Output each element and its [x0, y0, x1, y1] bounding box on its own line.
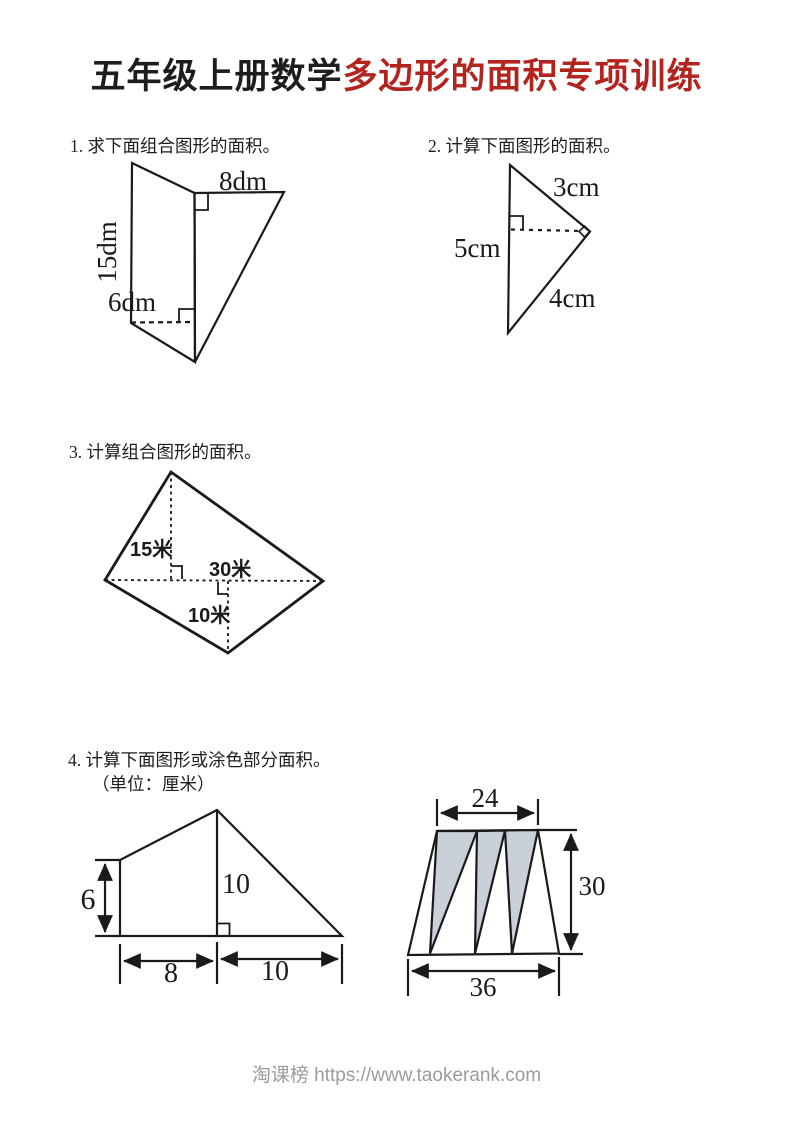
problem-4-unit-note: （单位：厘米）: [92, 774, 215, 794]
fig4b-label-30: 30: [579, 871, 606, 901]
fig4b-label-24: 24: [472, 783, 500, 813]
fig1-right-angle-bottom: [178, 308, 194, 322]
problem-2-text: 2. 计算下面图形的面积。: [428, 136, 621, 156]
problem-1-text: 1. 求下面组合图形的面积。: [70, 136, 280, 156]
fig3-label-15m: 15米: [130, 538, 173, 561]
fig1-label-6dm: 6dm: [108, 287, 156, 317]
fig1-label-8dm: 8dm: [219, 166, 267, 196]
fig4a-right-angle: [217, 922, 231, 936]
fig2-dashed-height: [510, 228, 583, 233]
fig2-label-5cm: 5cm: [454, 233, 501, 263]
fig1-label-15dm: 15dm: [92, 221, 122, 283]
fig4a-label-6: 6: [81, 883, 96, 916]
page-title-red: 多边形的面积专项训练: [342, 57, 703, 96]
fig4b-shaded-triangle-2: [473, 829, 507, 954]
fig4b-shaded-triangle-1: [428, 829, 479, 954]
figure-4a-diagram: 6 10 8 10: [81, 808, 345, 989]
problem-4-text: 4. 计算下面图形或涂色部分面积。 （单位：厘米）: [68, 748, 331, 796]
fig1-dashed-base: [130, 320, 195, 324]
figure-1-diagram: 8dm 15dm 6dm: [92, 161, 286, 364]
fig2-triangle: [506, 162, 592, 337]
fig3-right-angle-upper: [171, 565, 183, 579]
problem-4-line1: 4. 计算下面图形或涂色部分面积。: [68, 750, 331, 770]
problem-3-text: 3. 计算组合图形的面积。: [69, 442, 262, 462]
fig4b-label-36: 36: [470, 972, 497, 1002]
figure-3-diagram: 15米 30米 10米: [103, 469, 326, 655]
fig1-parallelogram: [129, 161, 197, 364]
fig4a-label-8: 8: [164, 958, 178, 989]
page-title-black: 五年级上册数学: [90, 57, 343, 96]
figure-2-diagram: 3cm 5cm 4cm: [454, 162, 600, 337]
figure-4b-diagram: 24 30 36: [406, 783, 606, 1002]
fig4a-label-10-height: 10: [222, 869, 250, 900]
fig2-label-4cm: 4cm: [549, 283, 596, 313]
fig3-right-angle-lower: [217, 582, 228, 595]
fig4b-shaded-triangle-3: [503, 828, 540, 954]
fig3-label-30m: 30米: [209, 558, 252, 581]
footer-watermark: 淘课榜 https://www.taokerank.com: [251, 1065, 542, 1086]
fig1-right-angle-top: [194, 192, 209, 211]
fig4a-label-10-base: 10: [261, 956, 289, 987]
fig3-label-10m: 10米: [188, 604, 231, 627]
page-title: 五年级上册数学多边形的面积专项训练: [0, 48, 793, 99]
fig2-right-angle: [510, 215, 524, 230]
fig2-label-3cm: 3cm: [553, 172, 600, 202]
fig2-vertex-diamond: [577, 224, 592, 239]
fig1-triangle: [193, 190, 286, 363]
